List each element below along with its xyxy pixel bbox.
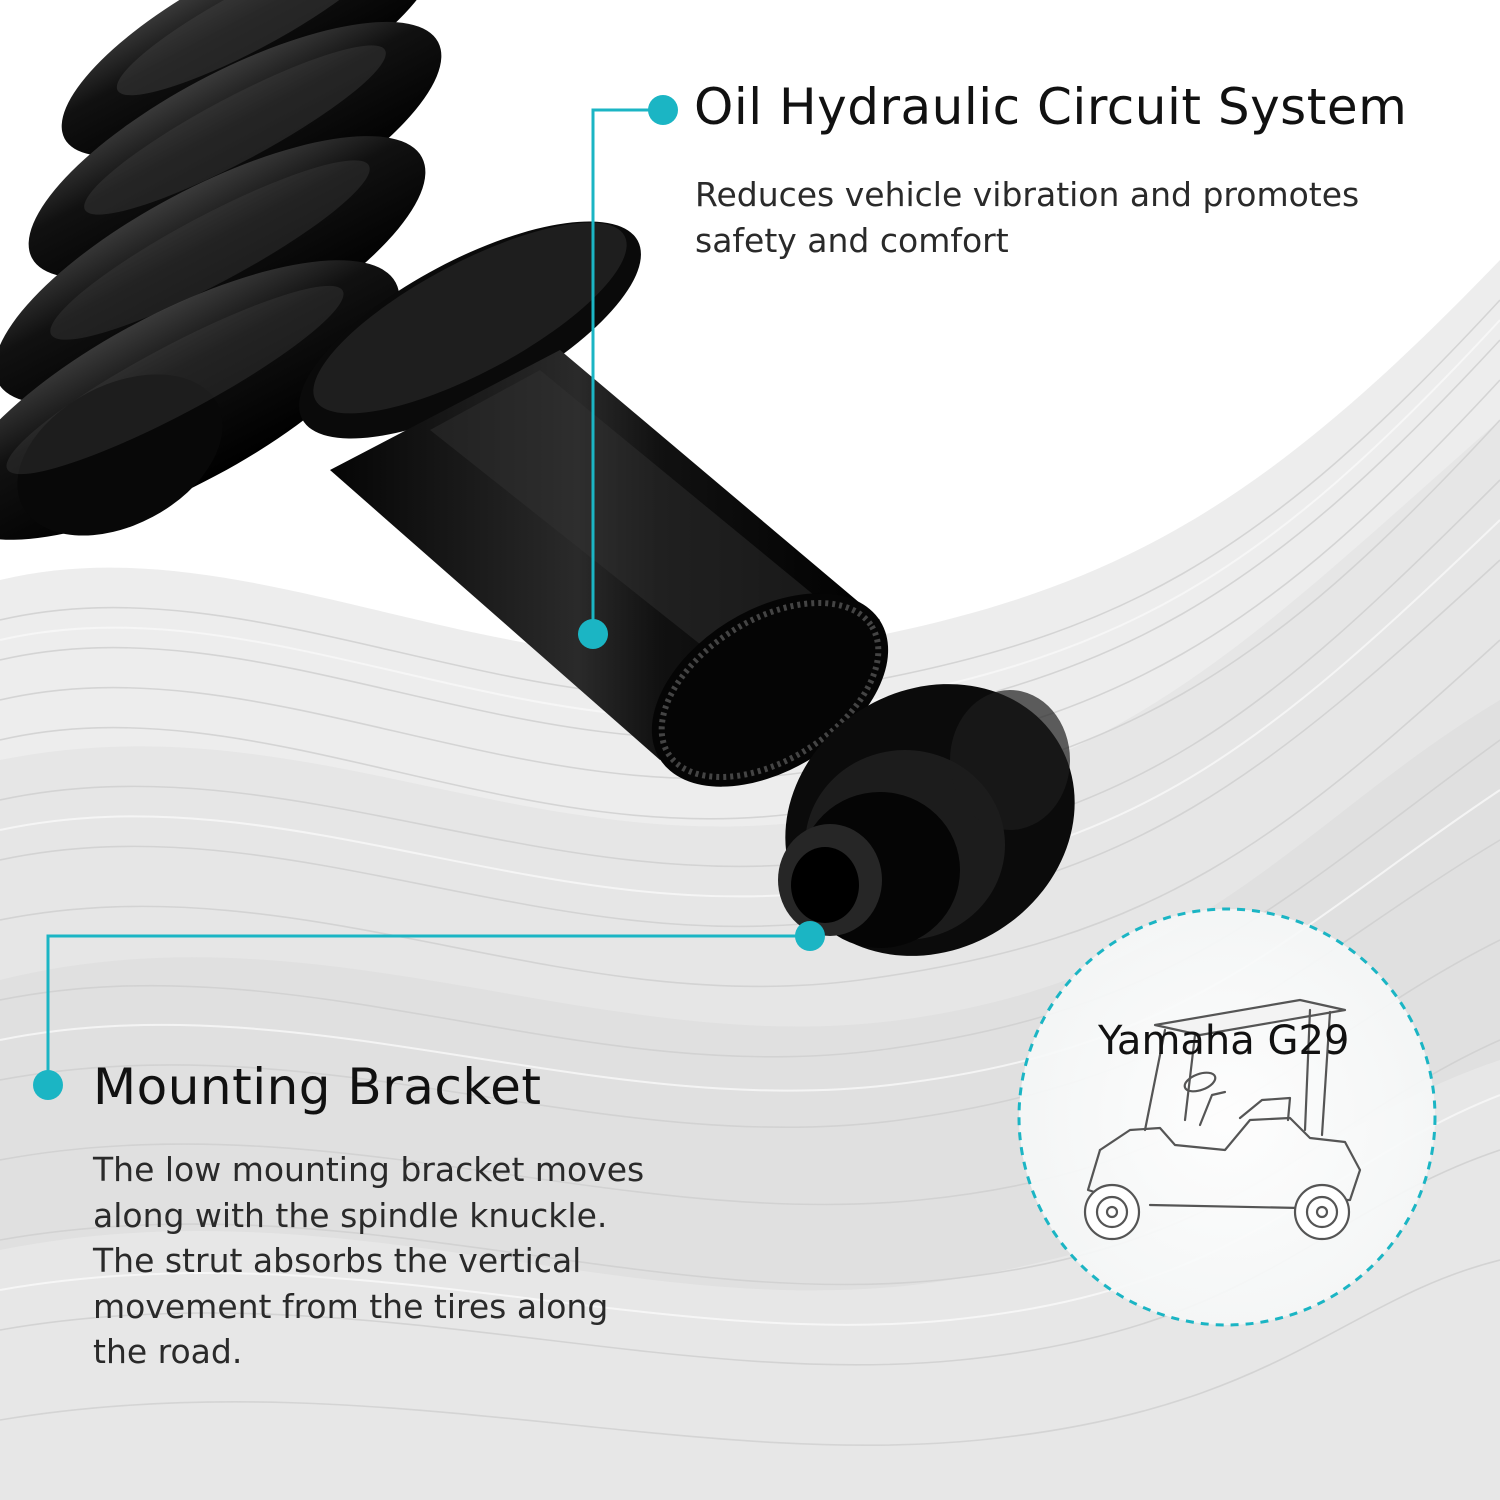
hydraulic-target-dot-icon	[578, 619, 608, 649]
bracket-title-dot-icon	[33, 1070, 63, 1100]
vehicle-model-label: Yamaha G29	[1098, 1018, 1350, 1064]
vehicle-badge	[1017, 907, 1437, 1327]
hydraulic-callout-line	[591, 108, 660, 632]
bracket-feature-title: Mounting Bracket	[93, 1058, 542, 1116]
hydraulic-feature-description: Reduces vehicle vibration and promotes s…	[695, 175, 1360, 260]
golf-cart-icon	[1083, 998, 1362, 1241]
hydraulic-feature-title: Oil Hydraulic Circuit System	[694, 78, 1408, 136]
hydraulic-title-dot-icon	[648, 95, 678, 125]
shock-absorber-illustration	[0, 0, 1075, 956]
bracket-target-dot-icon	[795, 921, 825, 951]
bracket-feature-description: The low mounting bracket moves along wit…	[93, 1150, 645, 1371]
bracket-callout-line	[46, 934, 810, 1085]
coil-spring	[0, 0, 442, 540]
callout-dots	[33, 95, 825, 1100]
callout-lines	[46, 108, 810, 1085]
